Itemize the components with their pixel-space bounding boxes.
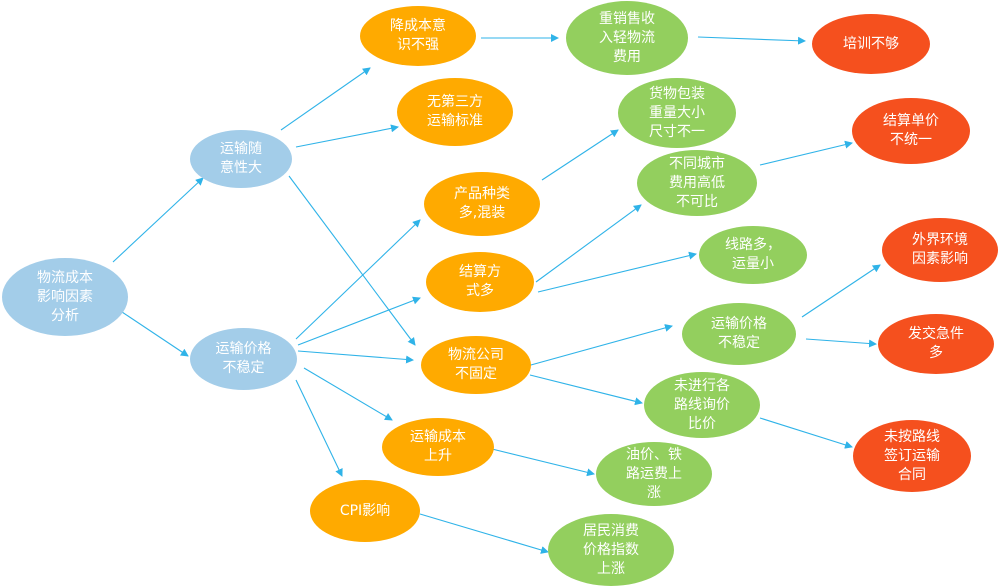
node-fuel-rail-price-rise: 油价、铁 路运费上 涨: [596, 442, 712, 506]
node-low-cost-awareness: 降成本意 识不强: [360, 6, 476, 66]
arrow-jiage-jiesuanfs: [297, 296, 421, 346]
node-city-costs-incomparable: 不同城市 费用高低 不可比: [637, 150, 757, 216]
node-root: 物流成本 影响因素 分析: [2, 258, 128, 336]
arrow-root-suiyi: [112, 177, 204, 263]
arrow-wuliugs-jiagebw: [519, 324, 673, 369]
node-unit-price-not-unified: 结算单价 不统一: [852, 98, 970, 164]
node-many-routes-small-volume: 线路多， 运量小: [699, 226, 807, 284]
arrow-suiyi-jiangben: [280, 67, 371, 131]
arrow-butong-jiesuandj: [759, 140, 853, 166]
node-transport-price-unstable-2: 运输价格 不稳定: [682, 303, 796, 365]
arrow-chengben-youjia: [491, 448, 595, 477]
arrow-zhongxiao-peixun: [697, 36, 806, 45]
arrow-wuliugs-weijinxing: [529, 374, 643, 406]
node-transport-price-unstable: 运输价格 不稳定: [190, 328, 297, 390]
arrow-root-jiage: [121, 311, 189, 357]
node-product-variety: 产品种类 多,混装: [424, 172, 540, 236]
node-package-size-varies: 货物包装 重量大小 尺寸不一: [618, 78, 736, 148]
node-no-third-party-standard: 无第三方 运输标准: [397, 78, 513, 146]
node-settlement-methods: 结算方 式多: [426, 252, 534, 312]
node-cpi-impact: CPI影响: [310, 480, 420, 542]
node-urgent-shipments: 发交急件 多: [878, 314, 994, 374]
arrow-jiagebw-fajiao: [805, 338, 877, 348]
node-transport-cost-rise: 运输成本 上升: [382, 418, 494, 476]
arrow-jiage-cpi: [295, 379, 343, 477]
node-external-environment: 外界环境 因素影响: [882, 218, 998, 282]
node-no-route-price-comparison: 未进行各 路线询价 比价: [644, 372, 760, 438]
arrow-jiage-wuliugs: [297, 350, 414, 364]
arrow-suiyi-disanfang: [295, 124, 399, 148]
node-logistics-company-unfixed: 物流公司 不固定: [421, 336, 531, 394]
arrow-jiesuanfs-butong: [535, 204, 642, 283]
node-cpi-rise: 居民消费 价格指数 上涨: [548, 514, 674, 586]
node-transport-arbitrariness: 运输随 意性大: [190, 130, 292, 188]
arrow-cpi-jumin: [419, 513, 549, 554]
node-sales-over-logistics: 重销售收 入轻物流 费用: [566, 1, 688, 75]
arrow-jiagebw-waijie: [801, 264, 881, 318]
arrow-jiesuanfs-xianlu: [537, 251, 697, 293]
arrow-chanpin-huowu: [541, 129, 619, 181]
arrow-suiyi-wuliugs: [288, 175, 416, 346]
node-no-route-contract: 未按路线 签订运输 合同: [853, 420, 971, 492]
arrow-jiage-chengben: [303, 367, 393, 421]
node-insufficient-training: 培训不够: [812, 14, 930, 74]
arrow-jiage-chanpin: [295, 219, 421, 340]
arrow-weijinxing-weian: [759, 417, 853, 449]
